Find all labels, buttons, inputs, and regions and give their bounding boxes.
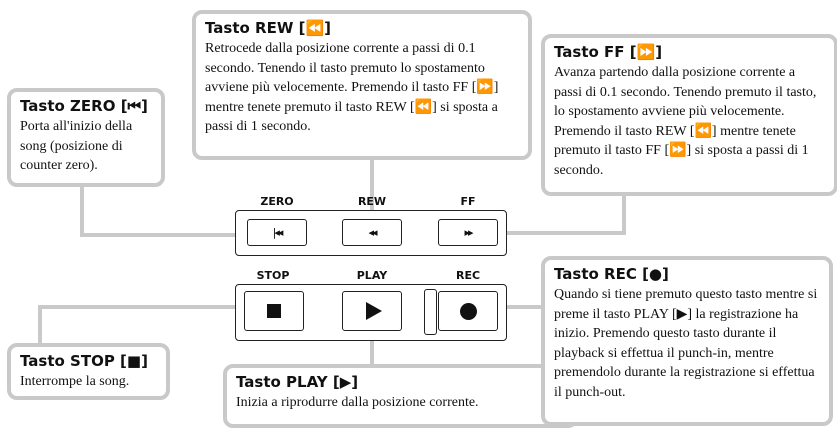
rew-key-label: REW [357,195,387,208]
stop-icon [267,304,281,318]
callout-rec: Tasto REC [●] Quando si tiene premuto qu… [541,256,833,426]
callout-play: Tasto PLAY [▶] Inizia a riprodurre dalla… [223,364,578,428]
zero-key-label: ZERO [260,195,294,208]
callout-ff-text: Avanza partendo dalla posizione corrente… [554,65,817,178]
rew-button[interactable]: ◂◂ [342,219,402,246]
record-icon [459,302,477,320]
ff-button[interactable]: ▸▸ [438,219,498,246]
stop-button[interactable] [244,291,304,331]
rec-led [424,289,437,335]
connector-ff [497,195,626,235]
skip-to-start-icon: |◂◂ [272,226,284,239]
callout-play-text: Inizia a riprodurre dalla posizione corr… [236,395,479,410]
rec-button[interactable] [438,291,498,331]
play-icon [366,302,382,320]
callout-play-title: Tasto PLAY [▶] [236,373,359,391]
stop-key-label: STOP [256,269,290,282]
connector-zero [80,185,270,237]
rec-key-label: REC [455,269,481,282]
callout-zero-title: Tasto ZERO [⏮] [20,97,148,115]
zero-button[interactable]: |◂◂ [247,219,307,246]
callout-ff: Tasto FF [⏩] Avanza partendo dalla posiz… [541,34,837,196]
connector-stop [38,305,274,345]
fast-forward-icon: ▸▸ [464,226,473,239]
callout-rew: Tasto REW [⏪] Retrocede dalla posizione … [192,10,532,160]
play-key-label: PLAY [356,269,388,282]
callout-zero-text: Porta all'inizio della song (posizione d… [20,119,133,173]
callout-rec-title: Tasto REC [●] [554,265,669,283]
callout-rec-text: Quando si tiene premuto questo tasto men… [554,287,818,400]
callout-rew-title: Tasto REW [⏪] [205,19,331,37]
callout-stop-title: Tasto STOP [■] [20,352,148,370]
rewind-icon: ◂◂ [368,226,377,239]
callout-stop-text: Interrompe la song. [20,374,130,389]
callout-ff-title: Tasto FF [⏩] [554,43,663,61]
callout-rew-text: Retrocede dalla posizione corrente a pas… [205,41,499,134]
callout-stop: Tasto STOP [■] Interrompe la song. [7,343,170,400]
play-button[interactable] [342,291,402,331]
callout-zero: Tasto ZERO [⏮] Porta all'inizio della so… [7,88,165,187]
ff-key-label: FF [460,195,476,208]
